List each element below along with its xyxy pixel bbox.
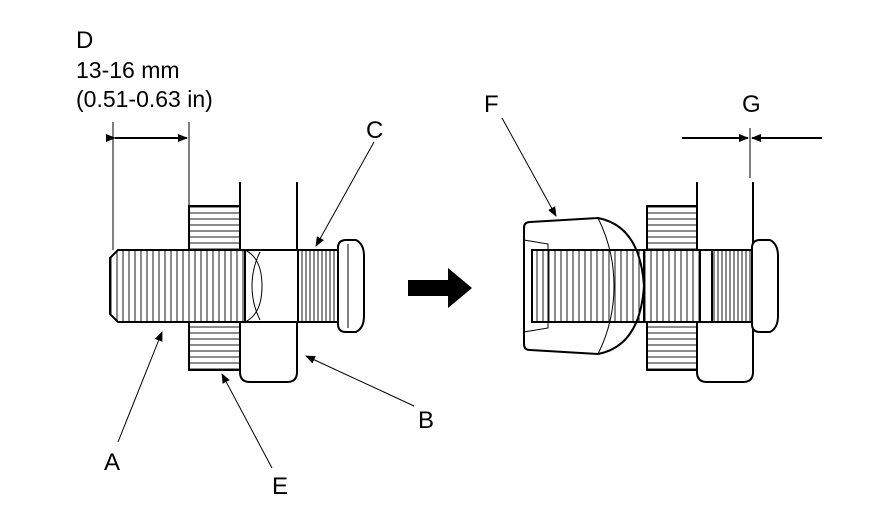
next-step-arrow	[408, 268, 472, 308]
label-c: C	[366, 117, 383, 144]
right-assembly	[501, 117, 822, 383]
wheel-stud	[109, 239, 365, 333]
label-g: G	[742, 91, 761, 118]
label-e: E	[272, 473, 288, 500]
left-assembly	[106, 122, 415, 469]
spec-imperial: (0.51-0.63 in)	[76, 86, 213, 112]
lug-nut	[523, 216, 646, 356]
dimension-g	[682, 128, 822, 178]
label-b: B	[418, 407, 434, 434]
leader-f	[501, 117, 557, 217]
leader-e	[221, 373, 273, 469]
label-f: F	[484, 91, 499, 118]
leader-b	[305, 355, 415, 407]
label-a: A	[104, 449, 120, 476]
label-d: D	[76, 27, 93, 54]
spec-metric: 13-16 mm	[76, 57, 180, 83]
leader-a	[117, 331, 163, 443]
dimension-d	[106, 122, 190, 250]
leader-c	[315, 141, 375, 247]
